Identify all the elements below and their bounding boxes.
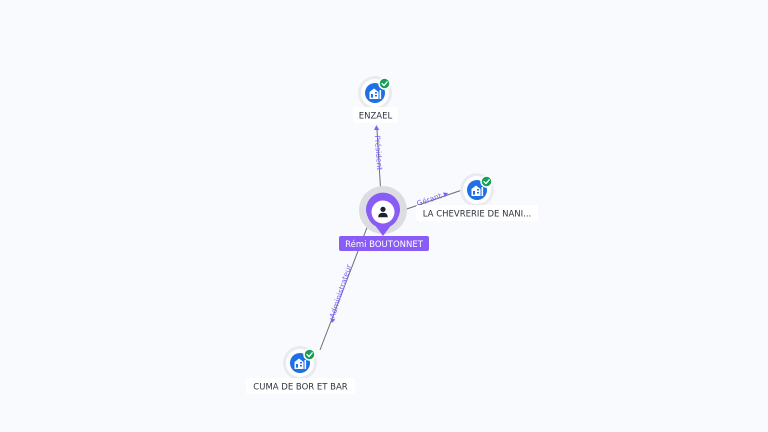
- building-icon: [471, 185, 484, 196]
- company-node-la-chevrerie[interactable]: LA CHEVRERIE DE NANI...: [416, 173, 538, 221]
- verified-check-icon: [303, 348, 316, 361]
- company-name: CUMA DE BOR ET BAR: [253, 383, 348, 393]
- person-node[interactable]: Rémi BOUTONNET: [339, 186, 429, 251]
- edge-president: Président: [373, 125, 384, 197]
- building-icon: [369, 88, 382, 99]
- building-icon: [294, 358, 307, 369]
- person-icon: [378, 206, 388, 218]
- company-name: ENZAEL: [359, 112, 393, 122]
- edge-label-administrateur: Administrateur: [328, 262, 354, 319]
- company-name: LA CHEVRERIE DE NANI...: [423, 210, 531, 220]
- verified-check-icon: [480, 175, 493, 188]
- edge-label-president: Président: [373, 135, 384, 171]
- person-name: Rémi BOUTONNET: [345, 239, 424, 250]
- company-node-enzael[interactable]: ENZAEL: [353, 76, 398, 123]
- company-node-cuma[interactable]: CUMA DE BOR ET BAR: [246, 346, 355, 394]
- verified-check-icon: [378, 77, 391, 90]
